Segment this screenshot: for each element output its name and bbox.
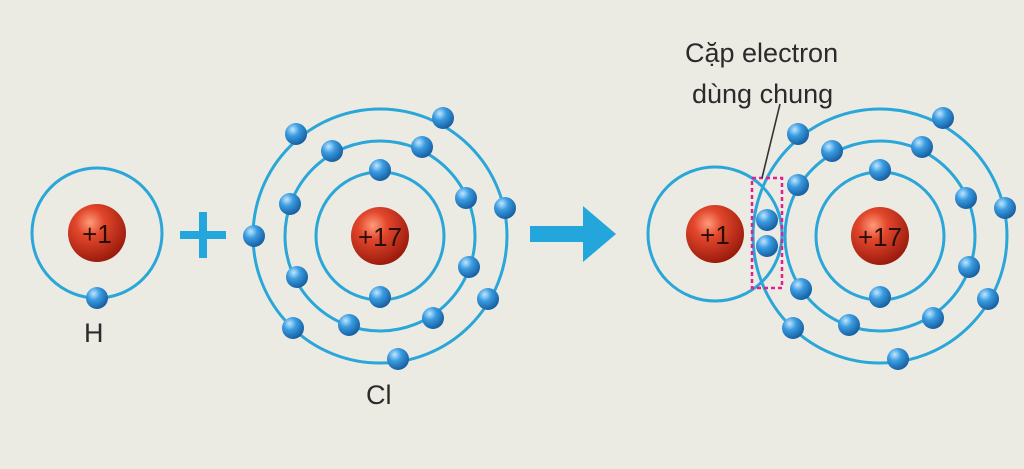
electron: [494, 197, 516, 219]
shared-electron: [756, 235, 778, 257]
hydrogen-atom: +1: [30, 166, 164, 309]
electron: [911, 136, 933, 158]
electron: [282, 317, 304, 339]
electron: [422, 307, 444, 329]
electron: [782, 317, 804, 339]
hydrogen-label: H: [84, 318, 104, 348]
electron: [958, 256, 980, 278]
shared-pair-label-line2: dùng chung: [692, 79, 834, 109]
electron: [279, 193, 301, 215]
product-chlorine-shell-2: [783, 139, 977, 333]
hydrogen-nucleus: [68, 204, 126, 262]
electron: [977, 288, 999, 310]
electron: [477, 288, 499, 310]
product-hydrogen-nucleus-charge: +1: [700, 220, 730, 250]
electron: [286, 266, 308, 288]
electron: [887, 348, 909, 370]
electron: [432, 107, 454, 129]
electron: [932, 107, 954, 129]
shared-electron: [756, 209, 778, 231]
arrow-right-icon: [530, 206, 616, 262]
chlorine-nucleus: [351, 207, 409, 265]
chlorine-label: Cl: [366, 380, 392, 410]
product-hydrogen-nucleus: [686, 205, 744, 263]
electron: [338, 314, 360, 336]
electron: [243, 225, 265, 247]
electron: [821, 140, 843, 162]
product-chlorine-nucleus-charge: +17: [858, 222, 902, 252]
electron: [411, 136, 433, 158]
hcl-molecule: +1 +17: [646, 103, 1016, 370]
plus-icon: [180, 212, 226, 258]
shared-pair-pointer-line: [761, 103, 781, 179]
electron: [455, 187, 477, 209]
electron: [369, 286, 391, 308]
electron: [790, 278, 812, 300]
electron: [955, 187, 977, 209]
electron: [321, 140, 343, 162]
electron: [922, 307, 944, 329]
electron: [994, 197, 1016, 219]
electron: [458, 256, 480, 278]
electron: [387, 348, 409, 370]
electron: [86, 287, 108, 309]
product-chlorine-nucleus: [851, 207, 909, 265]
hydrogen-nucleus-charge: +1: [82, 219, 112, 249]
electron: [869, 286, 891, 308]
electron: [285, 123, 307, 145]
electron: [787, 123, 809, 145]
electron: [838, 314, 860, 336]
electron: [369, 159, 391, 181]
chlorine-shell-2: [283, 139, 477, 333]
chlorine-atom: +17: [243, 107, 516, 370]
shared-pair-highlight-box: [750, 176, 784, 290]
electron: [869, 159, 891, 181]
chlorine-nucleus-charge: +17: [358, 222, 402, 252]
product-chlorine-shell-3: [751, 107, 1009, 365]
shared-pair-label-line1: Cặp electron: [685, 38, 839, 68]
electron: [787, 174, 809, 196]
